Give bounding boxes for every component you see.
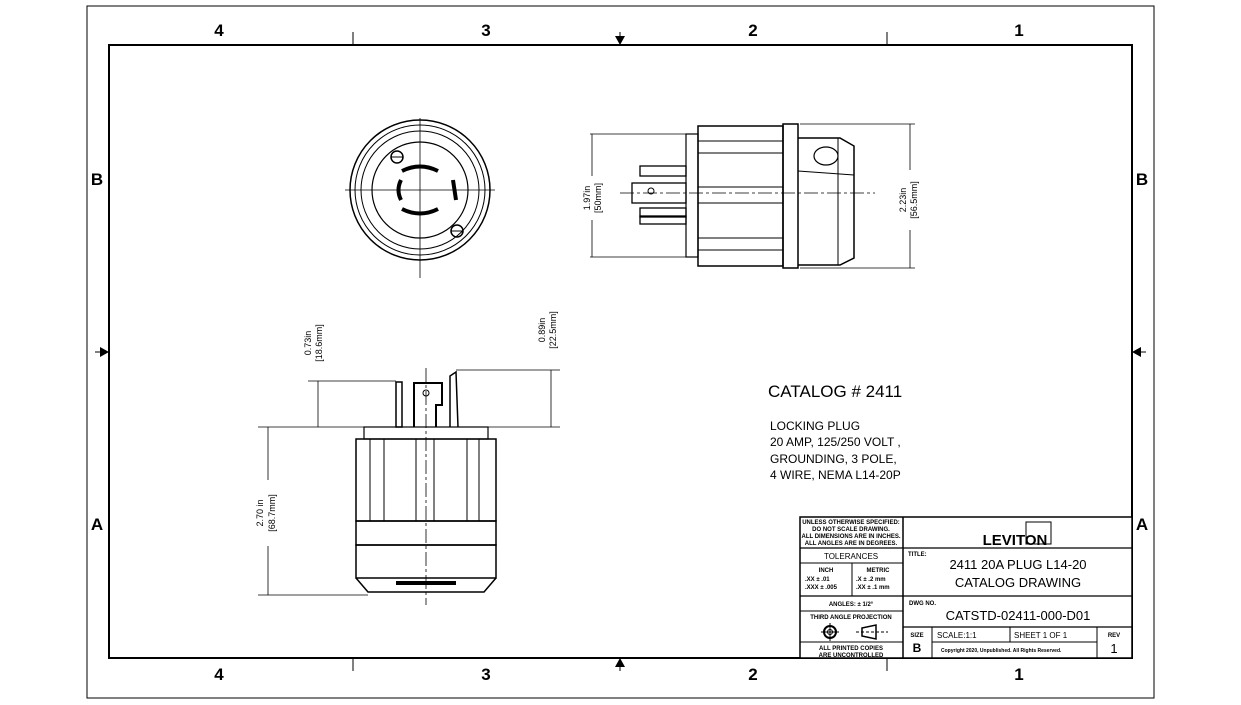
title-block: UNLESS OTHERWISE SPECIFIED: DO NOT SCALE… bbox=[799, 516, 1133, 659]
zone-markers: 4 3 2 1 4 3 2 1 B A B A bbox=[91, 21, 1148, 684]
catalog-number: CATALOG # 2411 bbox=[768, 382, 902, 401]
zone-top-3: 3 bbox=[481, 21, 490, 40]
sheet-number: SHEET 1 OF 1 bbox=[1014, 631, 1068, 640]
catalog-desc-line-3: GROUNDING, 3 POLE, bbox=[770, 452, 897, 466]
zone-top-1: 1 bbox=[1014, 21, 1023, 40]
projection-label: THIRD ANGLE PROJECTION bbox=[810, 615, 891, 621]
zone-top-4: 4 bbox=[214, 21, 224, 40]
dim-side-overall-mm: [56.5mm] bbox=[909, 181, 919, 219]
center-arrow-left bbox=[100, 347, 109, 357]
inch-tol-2: .XXX ± .005 bbox=[805, 585, 838, 591]
tolerances-label: TOLERANCES bbox=[824, 552, 878, 561]
note-3: ALL DIMENSIONS ARE IN INCHES. bbox=[801, 534, 900, 540]
dim-pin-short-mm: [18.6mm] bbox=[314, 324, 324, 362]
svg-text:LEVITON: LEVITON bbox=[983, 532, 1048, 549]
drawing-title-line-2: CATALOG DRAWING bbox=[955, 575, 1081, 590]
leviton-logo: LEVITON bbox=[983, 521, 1052, 549]
drawing-number: CATSTD-02411-000-D01 bbox=[946, 608, 1091, 623]
note-4: ALL ANGLES ARE IN DEGREES. bbox=[805, 541, 898, 547]
scale: SCALE:1:1 bbox=[937, 631, 977, 640]
rev-label: REV bbox=[1108, 633, 1120, 639]
sheet-size: B bbox=[913, 641, 922, 655]
dwg-no-label: DWG NO. bbox=[909, 601, 936, 607]
copyright: Copyright 2020, Unpublished. All Rights … bbox=[941, 648, 1062, 654]
zone-left-b: B bbox=[91, 170, 103, 189]
plug-elevation-view bbox=[258, 368, 560, 605]
center-arrow-right bbox=[1132, 347, 1141, 357]
zone-right-a: A bbox=[1136, 515, 1148, 534]
zone-top-2: 2 bbox=[748, 21, 757, 40]
third-angle-projection-icon bbox=[821, 623, 888, 641]
printed-copies-line-2: ARE UNCONTROLLED bbox=[819, 653, 884, 659]
center-arrow-top bbox=[615, 36, 625, 45]
dim-pin-short-in: 0.73in bbox=[303, 331, 313, 356]
plug-face-view bbox=[345, 118, 495, 278]
note-1: UNLESS OTHERWISE SPECIFIED: bbox=[802, 520, 900, 526]
metric-tol-2: .XX ± .1 mm bbox=[856, 585, 890, 591]
metric-tol-1: .X ± .2 mm bbox=[856, 577, 886, 583]
catalog-desc-line-4: 4 WIRE, NEMA L14-20P bbox=[770, 468, 901, 482]
title-label: TITLE: bbox=[908, 552, 927, 558]
plug-side-view bbox=[590, 123, 915, 269]
dim-body-length-mm: [68.7mm] bbox=[267, 494, 277, 532]
inch-tol-1: .XX ± .01 bbox=[805, 577, 830, 583]
dim-body-length-in: 2.70 in bbox=[255, 499, 265, 526]
outer-frame bbox=[86, 5, 1155, 699]
metric-label: METRIC bbox=[867, 568, 891, 574]
dim-pin-long-mm: [22.5mm] bbox=[548, 311, 558, 349]
dim-pin-long-in: 0.89in bbox=[537, 318, 547, 343]
dim-side-overall-in: 2.23in bbox=[898, 188, 908, 213]
note-2: DO NOT SCALE DRAWING. bbox=[812, 527, 890, 533]
zone-bottom-1: 1 bbox=[1014, 665, 1023, 684]
angles-tolerance: ANGLES: ± 1/2° bbox=[829, 602, 874, 608]
printed-copies-line-1: ALL PRINTED COPIES bbox=[819, 646, 883, 652]
zone-right-b: B bbox=[1136, 170, 1148, 189]
zone-bottom-2: 2 bbox=[748, 665, 757, 684]
dim-side-height-mm: [50mm] bbox=[593, 183, 603, 213]
revision: 1 bbox=[1110, 641, 1117, 656]
zone-bottom-4: 4 bbox=[214, 665, 224, 684]
zone-bottom-3: 3 bbox=[481, 665, 490, 684]
inch-label: INCH bbox=[819, 568, 834, 574]
drawing-title-line-1: 2411 20A PLUG L14-20 bbox=[949, 557, 1086, 572]
catalog-desc-line-1: LOCKING PLUG bbox=[770, 419, 860, 433]
size-label: SIZE bbox=[910, 633, 923, 639]
catalog-desc-line-2: 20 AMP, 125/250 VOLT , bbox=[770, 435, 901, 449]
dim-side-height-in: 1.97in bbox=[582, 186, 592, 211]
zone-left-a: A bbox=[91, 515, 103, 534]
center-arrow-bottom bbox=[615, 658, 625, 667]
